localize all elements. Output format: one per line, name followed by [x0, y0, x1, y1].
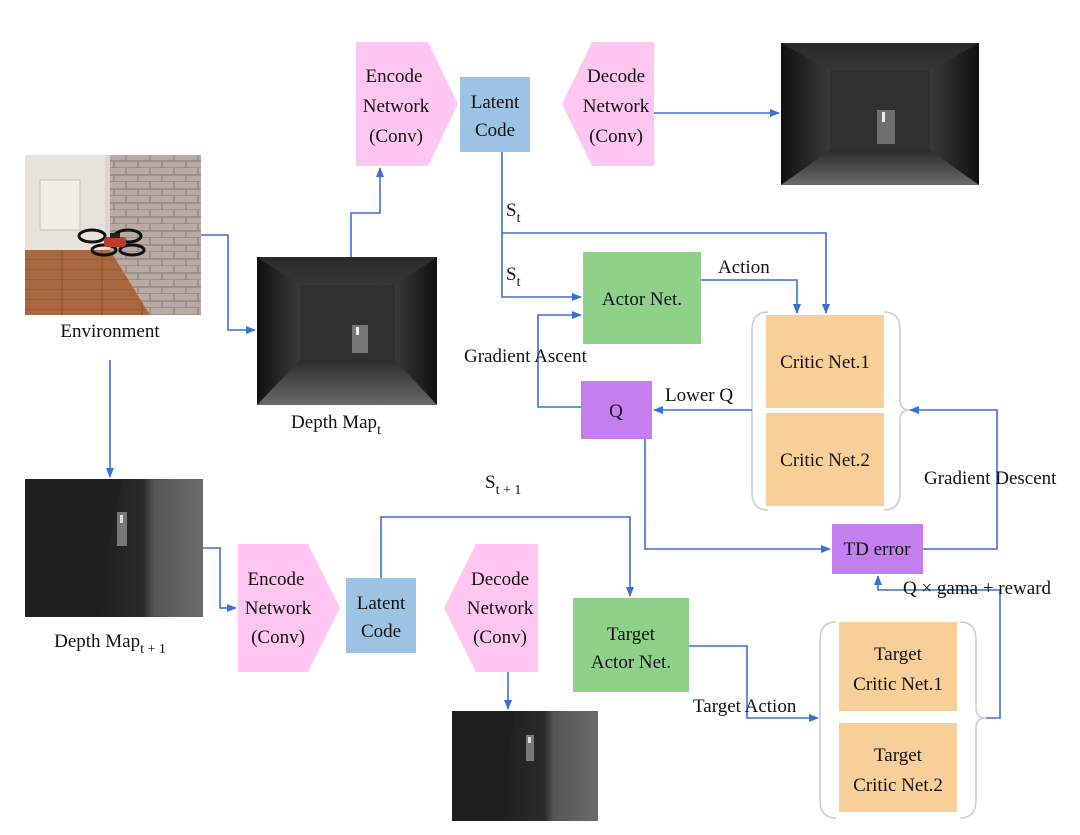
label-gradient-descent: Gradient Descent	[924, 468, 1057, 489]
drone-icon	[77, 228, 146, 257]
arrows	[106, 109, 1001, 722]
svg-text:Network: Network	[583, 96, 650, 117]
label-lower-q: Lower Q	[665, 385, 733, 406]
svg-text:Latent: Latent	[357, 593, 406, 614]
label-q-gama-reward: Q × gama + reward	[903, 578, 1052, 599]
q-box: Q	[581, 381, 652, 439]
svg-text:Network: Network	[363, 96, 430, 117]
label-action: Action	[718, 257, 770, 278]
bottom-encode-network: Encode Network (Conv)	[238, 544, 340, 672]
actor-net-box: Actor Net.	[583, 252, 701, 344]
svg-text:Critic Net.2: Critic Net.2	[780, 450, 870, 471]
td-error-box: TD error	[832, 524, 923, 574]
svg-text:(Conv): (Conv)	[473, 627, 527, 648]
svg-text:(Conv): (Conv)	[369, 126, 423, 147]
label-gradient-ascent: Gradient Ascent	[464, 346, 588, 367]
top-decoded-depth-image	[781, 43, 979, 185]
bottom-decode-network: Decode Network (Conv)	[444, 544, 538, 672]
target-critic-net-2-box: Target Critic Net.2	[839, 723, 957, 812]
svg-text:Encode: Encode	[248, 569, 305, 590]
label-target-action: Target Action	[693, 696, 797, 717]
svg-text:Actor Net.: Actor Net.	[591, 652, 671, 673]
depth-map-t1-label: Depth Mapt + 1	[54, 631, 166, 657]
critic-net-1-box: Critic Net.1	[766, 315, 884, 408]
target-critic-net-1-box: Target Critic Net.1	[839, 622, 957, 711]
svg-text:Target: Target	[874, 745, 923, 766]
bottom-latent-code: Latent Code	[346, 578, 416, 653]
svg-text:Target: Target	[607, 624, 656, 645]
svg-text:(Conv): (Conv)	[251, 627, 305, 648]
svg-text:Encode: Encode	[366, 66, 423, 87]
svg-text:Target: Target	[874, 644, 923, 665]
label-s-top: St	[506, 200, 521, 226]
svg-text:(Conv): (Conv)	[589, 126, 643, 147]
svg-text:Code: Code	[361, 621, 401, 642]
svg-text:Critic Net.1: Critic Net.1	[780, 352, 870, 373]
depth-map-t-image	[257, 257, 437, 405]
svg-text:Decode: Decode	[471, 569, 529, 590]
depth-map-t-label: Depth Mapt	[291, 412, 381, 438]
label-s-t1: St + 1	[485, 472, 521, 498]
target-actor-net-box: Target Actor Net.	[573, 598, 689, 692]
top-decode-network: Decode Network (Conv)	[562, 42, 654, 166]
label-s-actor: St	[506, 264, 521, 290]
svg-text:Decode: Decode	[587, 66, 645, 87]
depth-map-t1-image	[25, 479, 203, 617]
svg-text:Critic Net.2: Critic Net.2	[853, 775, 943, 796]
svg-text:Network: Network	[245, 598, 312, 619]
svg-text:Network: Network	[467, 598, 534, 619]
critic-net-2-box: Critic Net.2	[766, 413, 884, 506]
environment-image	[25, 155, 201, 315]
top-latent-code: Latent Code	[460, 77, 530, 152]
environment-label: Environment	[60, 321, 160, 342]
bottom-decoded-depth-image	[452, 711, 598, 821]
svg-text:TD error: TD error	[844, 539, 912, 560]
svg-text:Code: Code	[475, 120, 515, 141]
svg-text:Critic Net.1: Critic Net.1	[853, 674, 943, 695]
svg-text:Latent: Latent	[471, 92, 520, 113]
svg-text:Q: Q	[609, 401, 623, 422]
top-encode-network: Encode Network (Conv)	[356, 42, 458, 166]
svg-text:Actor Net.: Actor Net.	[602, 289, 682, 310]
